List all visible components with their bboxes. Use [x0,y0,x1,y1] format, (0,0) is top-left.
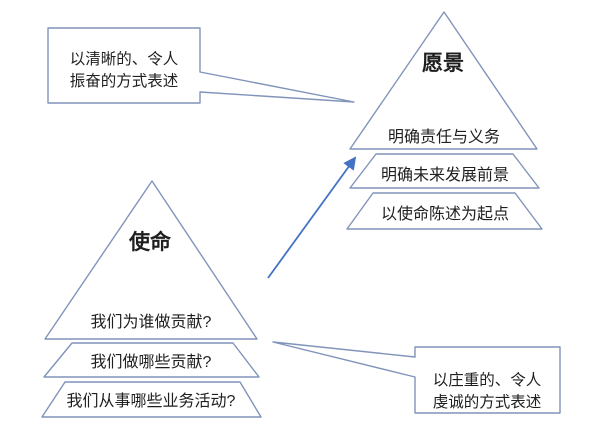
callout-bottom-right-line1: 以庄重的、令人 [433,371,542,389]
vision-layer-3 [346,192,543,230]
vision-layer-2 [349,153,540,189]
callout-bottom-right: 以庄重的、令人 虔诚的方式表述 [272,341,561,414]
mission-row1-label: 我们为谁做贡献? [91,313,212,331]
mission-layer-2 [43,342,260,378]
callout-bottom-right-line2: 虔诚的方式表述 [433,393,542,411]
callout-top-left-line1: 以清晰的、令人 [70,50,179,68]
vision-pyramid: 愿景 明确责任与义务 明确未来发展前景 以使命陈述为起点 [346,11,543,230]
mission-layer2-label: 我们做哪些贡献? [91,353,212,371]
callout-top-left: 以清晰的、令人 振奋的方式表述 [47,27,355,104]
vision-layer3-label: 以使命陈述为起点 [381,205,509,223]
callout-bottom-right-bubble [272,341,561,414]
callout-top-left-line2: 振奋的方式表述 [70,72,179,90]
mission-layer3-label: 我们从事哪些业务活动? [67,392,236,410]
vision-triangle [349,11,538,150]
vision-row1-label: 明确责任与义务 [388,128,500,146]
callout-top-left-bubble [47,27,355,104]
mission-layer-3 [41,381,262,418]
vision-layer2-label: 明确未来发展前景 [381,166,509,184]
mission-title-label: 使命 [128,230,172,254]
mission-to-vision-arrow [267,156,357,279]
vision-title-label: 愿景 [422,52,464,75]
mission-triangle [44,180,258,340]
mission-pyramid: 使命 我们为谁做贡献? 我们做哪些贡献? 我们从事哪些业务活动? [41,180,262,418]
